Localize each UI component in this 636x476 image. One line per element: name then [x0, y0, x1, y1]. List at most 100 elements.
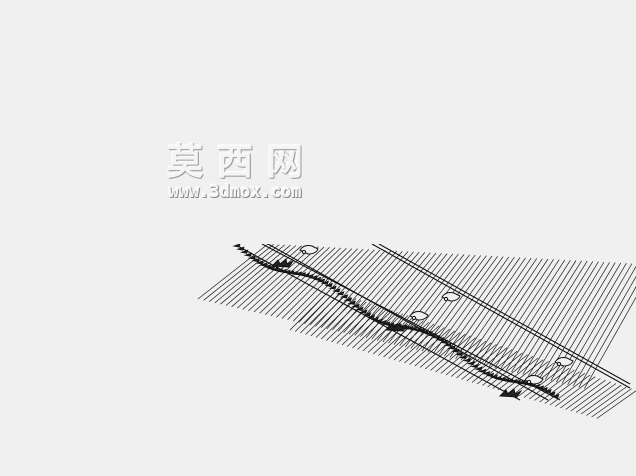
watermark-url: www.3dmox.com [168, 182, 302, 202]
hatch-line [560, 378, 601, 409]
hatch-line [567, 265, 636, 385]
shrub-mark [232, 244, 241, 248]
shrub-mark [378, 320, 387, 325]
wheel-icon [411, 315, 417, 321]
hatch-line [586, 386, 627, 416]
shrub-mark [550, 393, 560, 399]
hatch-line [410, 255, 482, 349]
wheel-icon [526, 379, 532, 385]
shrub-mark [328, 285, 337, 290]
hatch-line [539, 371, 580, 403]
hatch-line [435, 337, 476, 373]
wheel-icon [556, 361, 562, 367]
shrub-mark [493, 375, 502, 380]
hatch-line [300, 293, 341, 334]
shrub-mark [547, 391, 556, 396]
hatch-line [208, 244, 280, 302]
shrub-mark [247, 255, 257, 260]
hatch-line [259, 247, 330, 314]
hatch-line [214, 244, 286, 304]
hatch-line [378, 318, 419, 356]
shrub-mark [251, 257, 260, 263]
hatch-line [352, 310, 393, 349]
hatch-line [596, 390, 636, 419]
shrub-mark [266, 265, 276, 270]
hatch-line [450, 342, 492, 377]
hatch-line [404, 327, 445, 364]
shrub-mark [316, 278, 326, 283]
shrub-mark [270, 266, 280, 272]
wheel-icon [443, 296, 449, 302]
hatch-line [264, 247, 336, 315]
hatch-line [554, 376, 596, 407]
shrub-mark [431, 334, 441, 340]
wheel-icon [301, 249, 307, 255]
hatch-line [346, 308, 388, 347]
watermark: 莫西网 www.3dmox.com [150, 142, 320, 202]
hatch-line [440, 339, 482, 374]
hatch-line [310, 296, 352, 337]
hatch-line [523, 366, 565, 398]
plant-cluster [270, 258, 295, 268]
plant-cluster [384, 322, 409, 332]
shrub-mark [343, 297, 353, 302]
shrub-mark [424, 331, 433, 336]
hatch-line [455, 257, 526, 359]
hatch-line [372, 316, 414, 355]
shrub-mark [335, 291, 345, 296]
shrub-mark [447, 345, 456, 350]
shrub-mark [366, 314, 376, 319]
shrub-mark [481, 370, 491, 376]
hatch-line [220, 244, 291, 305]
shrub-mark [374, 318, 383, 323]
hatch-line [393, 254, 465, 345]
hatch-line [419, 332, 461, 368]
hatch-line [539, 262, 610, 379]
shrub-mark [309, 275, 318, 280]
hatch-line [565, 379, 606, 410]
hatch-line [281, 248, 353, 319]
hatch-line [534, 369, 575, 401]
shrub-mark [259, 262, 268, 267]
hatch-line [253, 246, 325, 313]
shrub-mark [478, 368, 487, 374]
shrub-mark [262, 264, 272, 269]
hatch-line [472, 258, 543, 363]
shrub-mark [458, 354, 468, 360]
hatch-line [500, 260, 571, 370]
hatch-line [376, 253, 448, 341]
shrub-mark [362, 312, 372, 317]
hatch-line [533, 261, 605, 378]
shrub-mark [236, 246, 245, 251]
hatch-line [414, 330, 456, 367]
hatch-line [289, 289, 331, 331]
hatch-line [248, 246, 319, 311]
hatch-line [502, 359, 544, 392]
shrub-mark [243, 252, 253, 257]
shrub-mark [485, 372, 495, 378]
shrub-mark [420, 329, 429, 334]
hatch-line [404, 254, 476, 348]
shrub-mark [439, 339, 449, 344]
plant-cluster [498, 388, 523, 398]
hatch-line [304, 249, 375, 324]
shrub-mark [435, 337, 445, 342]
hatch-line [287, 248, 358, 321]
shrub-mark [428, 332, 437, 337]
shrub-mark [358, 309, 368, 314]
shrub-mark [451, 348, 460, 353]
hatch-line [367, 315, 409, 353]
shrub-mark [320, 280, 330, 285]
shrub-mark [382, 321, 391, 326]
hatch-line [477, 258, 549, 365]
hatch-line [336, 305, 378, 344]
ground-hatch-lines [197, 244, 636, 419]
shrub-mark [412, 327, 422, 332]
hatch-line [424, 333, 466, 370]
hatch-line [544, 373, 586, 404]
hatch-line [528, 261, 599, 376]
hatch-line [591, 388, 632, 418]
hatch-line [487, 354, 528, 388]
shrub-mark [474, 366, 483, 371]
